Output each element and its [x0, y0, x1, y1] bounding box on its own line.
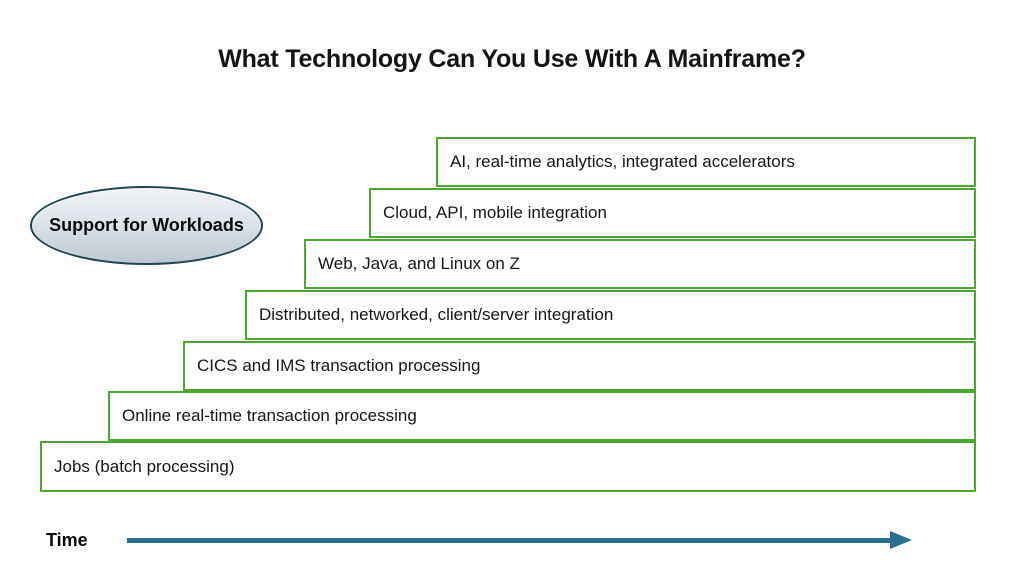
step-box-ai-analytics: AI, real-time analytics, integrated acce…	[436, 137, 976, 187]
time-arrow-line	[127, 538, 892, 543]
step-box-cloud-api-mobile: Cloud, API, mobile integration	[369, 188, 976, 238]
page-title: What Technology Can You Use With A Mainf…	[218, 45, 806, 73]
step-box-jobs-batch: Jobs (batch processing)	[40, 441, 976, 492]
step-box-web-java-linux: Web, Java, and Linux on Z	[304, 239, 976, 289]
time-axis-label: Time	[46, 530, 88, 550]
step-box-cics-ims: CICS and IMS transaction processing	[183, 341, 976, 391]
support-workloads-label: Support for Workloads	[49, 215, 244, 235]
step-box-distributed-networked: Distributed, networked, client/server in…	[245, 290, 976, 340]
support-workloads-ellipse: Support for Workloads	[30, 186, 263, 265]
step-box-online-realtime: Online real-time transaction processing	[108, 391, 976, 441]
time-arrow-head-icon	[890, 531, 912, 549]
